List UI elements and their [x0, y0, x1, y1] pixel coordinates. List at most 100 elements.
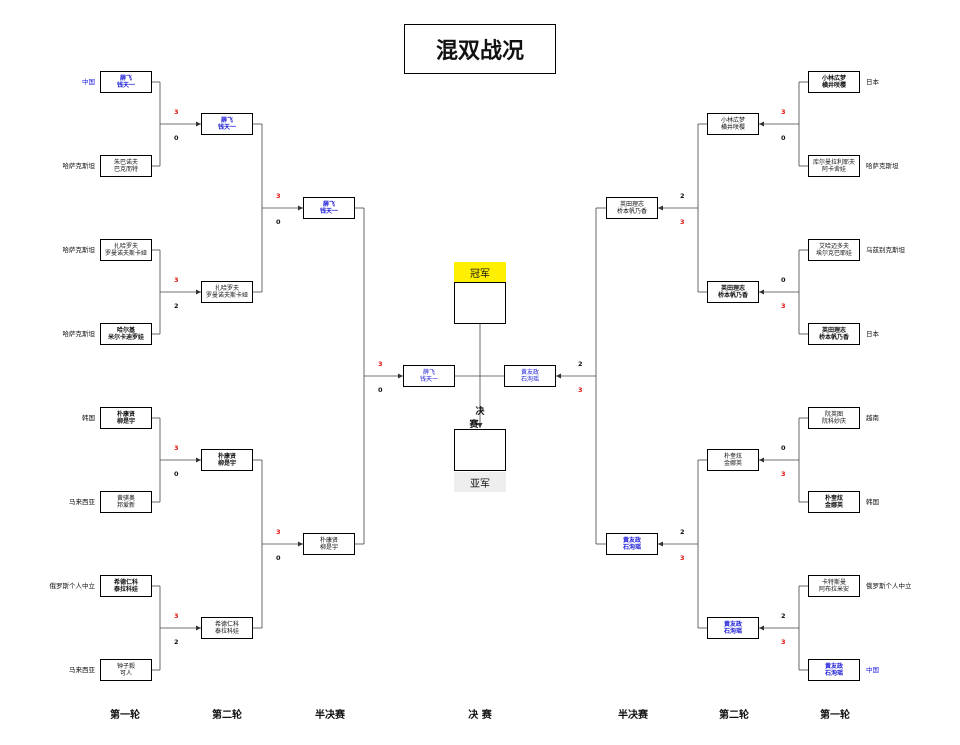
arrow-head	[759, 625, 764, 631]
match-score: 2	[578, 360, 583, 368]
player-1-name: 朴康贤	[116, 410, 135, 418]
player-1-name: 英田理志	[619, 200, 644, 208]
player-2-name: 泰拉科娃	[214, 628, 239, 635]
left-round2-pair-3: 朴康贤柳是宇	[201, 449, 253, 471]
right-final-pair-1: 黄友政石洵瑶	[504, 365, 556, 387]
player-1-name: 朴奎炫	[824, 494, 843, 502]
player-1-name: 希德仁科	[214, 620, 239, 628]
country-label: 哈萨克斯坦	[62, 246, 96, 254]
round-label-final: 决 赛	[468, 710, 492, 721]
match-score: 3	[174, 444, 179, 452]
player-2-name: 桥本帆乃香	[616, 208, 647, 215]
player-1-name: 朴康贤	[217, 452, 236, 460]
runner-up-label: 亚军	[454, 472, 506, 492]
player-2-name: 柳是宇	[217, 460, 236, 467]
arrow-head	[196, 457, 201, 463]
match-score: 0	[276, 218, 281, 226]
player-1-name: 薛飞	[422, 368, 435, 376]
country-label: 哈萨克斯坦	[866, 162, 899, 170]
arrow-head	[759, 289, 764, 295]
left-semifinal-pair-1: 薛飞钱天一	[303, 197, 355, 219]
match-score: 3	[174, 612, 179, 620]
country-label: 日本	[866, 78, 879, 86]
left-round1-pair-1: 薛飞钱天一	[100, 71, 152, 93]
player-2-name: 可人	[119, 670, 132, 677]
match-score: 0	[781, 134, 786, 142]
country-label: 韩国	[82, 414, 95, 422]
player-2-name: 石洵瑶	[622, 544, 641, 551]
right-round1-pair-3: 艾哈迈多夫埃尔克巴耶娃	[808, 239, 860, 261]
player-2-name: 米尔卡迪罗娃	[107, 334, 144, 341]
left-final-pair-1: 薛飞钱天一	[403, 365, 455, 387]
match-score: 2	[174, 302, 179, 310]
page-title: 混双战况	[404, 24, 556, 74]
player-1-name: 朴康贤	[319, 536, 338, 544]
player-2-name: 阿卡舍娃	[821, 166, 846, 173]
match-score: 3	[174, 108, 179, 116]
match-score: 2	[680, 528, 685, 536]
player-2-name: 埃尔克巴耶娃	[815, 250, 852, 257]
player-1-name: 薛飞	[119, 74, 132, 82]
right-round1-pair-6: 朴奎炫金娜英	[808, 491, 860, 513]
player-2-name: 石洵瑶	[824, 670, 843, 677]
match-score: 3	[378, 360, 383, 368]
player-2-name: 石洵瑶	[723, 628, 742, 635]
arrow-head	[759, 121, 764, 127]
player-1-name: 薛飞	[322, 200, 335, 208]
player-2-name: 钱天一	[319, 208, 338, 215]
country-label: 俄罗斯个人中立	[866, 582, 912, 590]
right-round1-pair-2: 库尔曼拉利耶夫阿卡舍娃	[808, 155, 860, 177]
final-label: 决赛	[469, 407, 497, 430]
match-score: 0	[781, 444, 786, 452]
player-1-name: 黄友政	[824, 662, 843, 670]
left-round2-pair-2: 扎哈罗夫罗曼诺夫斯卡娅	[201, 281, 253, 303]
player-1-name: 库尔曼拉利耶夫	[812, 158, 855, 166]
match-score: 3	[276, 192, 281, 200]
match-score: 0	[781, 276, 786, 284]
player-2-name: 钱天一	[217, 124, 236, 131]
left-round1-pair-4: 哈尔基米尔卡迪罗娃	[100, 323, 152, 345]
champion-slot	[454, 282, 506, 324]
right-semifinal-pair-2: 黄友政石洵瑶	[606, 533, 658, 555]
country-label: 中国	[866, 666, 879, 674]
match-score: 0	[276, 554, 281, 562]
arrow-head	[658, 205, 663, 211]
left-round2-pair-1: 薛飞钱天一	[201, 113, 253, 135]
player-2-name: 邦爱新	[116, 502, 135, 509]
arrow-head	[196, 121, 201, 127]
player-1-name: 薛飞	[220, 116, 233, 124]
runner-up-arrow-head	[477, 423, 483, 428]
player-1-name: 钟子毅	[116, 662, 135, 670]
match-score: 0	[174, 134, 179, 142]
match-score: 3	[781, 638, 786, 646]
match-score: 3	[276, 528, 281, 536]
country-label: 乌兹别克斯坦	[866, 246, 905, 254]
left-round1-pair-3: 扎哈罗夫罗曼诺夫斯卡娅	[100, 239, 152, 261]
right-round1-pair-8: 黄友政石洵瑶	[808, 659, 860, 681]
arrow-head	[298, 541, 303, 547]
player-2-name: 金娜英	[824, 502, 843, 509]
arrow-head	[556, 373, 561, 379]
player-2-name: 柳是宇	[319, 544, 338, 551]
right-round2-pair-1: 小林広梦横井咲樱	[707, 113, 759, 135]
right-round2-pair-2: 英田理志桥本帆乃香	[707, 281, 759, 303]
round-label-right-r2: 第二轮	[719, 710, 749, 721]
match-score: 3	[174, 276, 179, 284]
arrow-head	[759, 457, 764, 463]
player-1-name: 阮英图	[824, 410, 843, 418]
left-round1-pair-2: 朱巴诺夫巴克而特	[100, 155, 152, 177]
player-1-name: 小林広梦	[821, 74, 846, 82]
player-1-name: 小林広梦	[720, 116, 745, 124]
right-round1-pair-7: 卡特斯曼阿布拉米安	[808, 575, 860, 597]
player-2-name: 桥本帆乃香	[717, 292, 748, 299]
player-1-name: 黄友政	[622, 536, 641, 544]
player-2-name: 桥本帆乃香	[818, 334, 849, 341]
player-1-name: 朱巴诺夫	[113, 158, 138, 166]
match-score: 3	[781, 108, 786, 116]
runner-up-slot	[454, 429, 506, 471]
country-label: 马来西亚	[69, 666, 95, 674]
player-2-name: 柳是宇	[116, 418, 135, 425]
player-2-name: 泰拉科娃	[113, 586, 138, 593]
right-round1-pair-5: 阮英图阮科妙庆	[808, 407, 860, 429]
country-label: 哈萨克斯坦	[62, 330, 96, 338]
